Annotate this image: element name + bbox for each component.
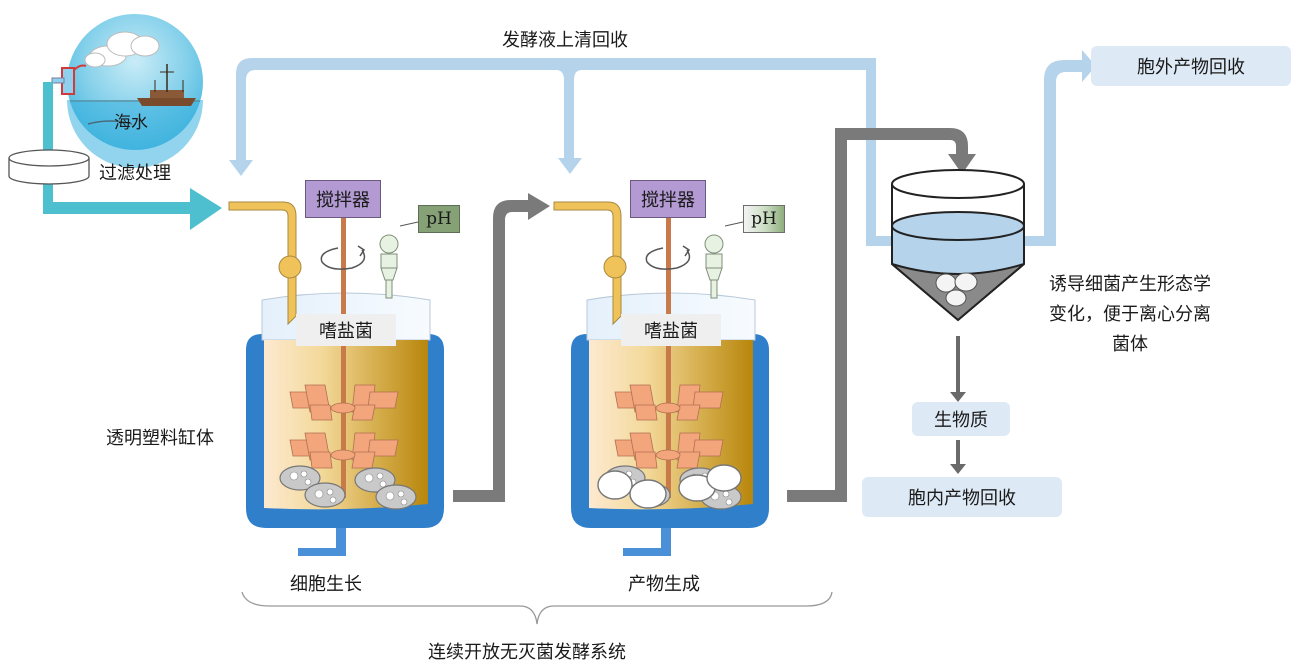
ph-probe-icon [379, 221, 419, 299]
ph-box-1: pH [418, 205, 460, 233]
intracellular-recovery-box: 胞内产物回收 [862, 477, 1062, 517]
stirrer-box-2: 搅拌器 [630, 180, 706, 218]
centrifuge-separator-icon [891, 169, 1025, 322]
stirrer-box-1: 搅拌器 [305, 180, 381, 218]
seawater-flow-arrow [43, 82, 222, 230]
separator-note-line-1: 诱导细菌产生形态学 [1049, 274, 1211, 295]
system-brace [241, 591, 833, 625]
filter-dish-icon [8, 149, 90, 185]
separator-note-line-3: 菌体 [1112, 334, 1148, 355]
ph-box-2: pH [743, 205, 785, 233]
transfer-flow-arrows [453, 128, 976, 502]
recycle-flow-arrows [229, 50, 1096, 246]
organism-label-2: 嗜盐菌 [621, 314, 721, 346]
stage-label-growth: 细胞生长 [290, 574, 362, 595]
seawater-scene [51, 14, 203, 168]
filtration-label: 过滤处理 [99, 163, 171, 184]
impeller-icon [289, 384, 399, 469]
separator-note-line-2: 变化，便于离心分离 [1049, 304, 1211, 325]
rotation-icon [320, 245, 366, 270]
seawater-label: 海水 [114, 113, 148, 133]
extracellular-recovery-box: 胞外产物回收 [1091, 46, 1291, 86]
organism-label-1: 嗜盐菌 [296, 314, 396, 346]
system-label: 连续开放无灭菌发酵系统 [428, 642, 626, 663]
ship-icon [137, 64, 196, 106]
separator-note: 诱导细菌产生形态学 变化，便于离心分离 菌体 [1030, 270, 1230, 360]
supernatant-recycle-label: 发酵液上清回收 [502, 30, 628, 51]
feed-pipe [228, 201, 302, 326]
stage-label-product: 产物生成 [628, 574, 700, 595]
fermenter-tank-1 [228, 201, 444, 556]
cell-morphology-icon [597, 464, 742, 509]
biomass-flow-arrows [950, 336, 966, 474]
pump-icon [51, 64, 87, 95]
biomass-box: 生物质 [912, 402, 1010, 436]
tank-wall-label: 透明塑料缸体 [106, 428, 214, 449]
cloud-icon [84, 31, 160, 68]
